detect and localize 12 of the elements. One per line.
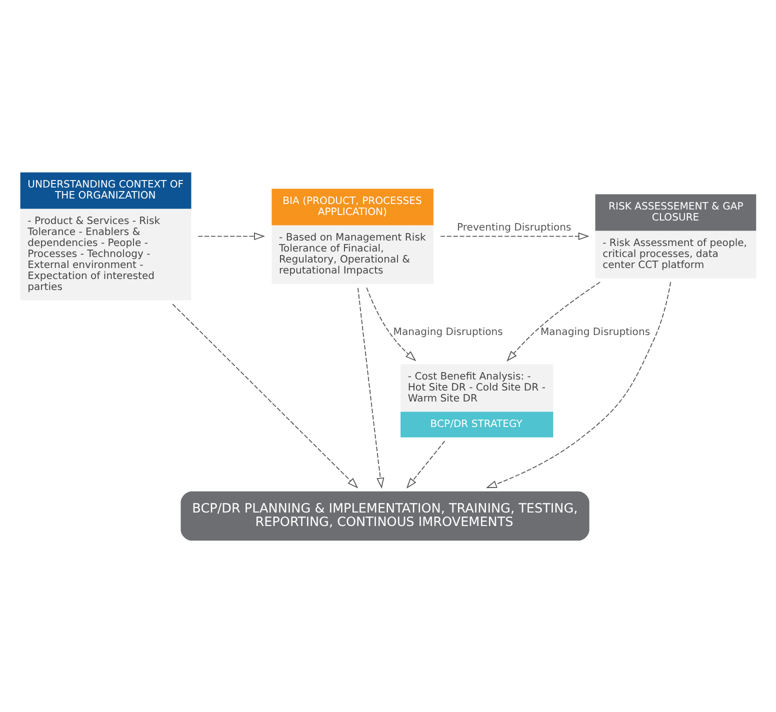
edge-label: Preventing Disruptions (457, 222, 572, 234)
arrow (486, 281, 672, 488)
arrow (366, 286, 416, 361)
arrow (172, 303, 358, 488)
node-box: BCP/DR PLANNING & IMPLEMENTATION, TRAINING, TESTING, REPORTING, CONTINOUS IMROVEMENTS (180, 490, 590, 540)
arrow (406, 440, 446, 488)
edge-label: Managing Disruptions (393, 326, 503, 338)
arrow (440, 232, 590, 240)
arrow (506, 281, 601, 362)
edge-label: Managing Disruptions (540, 326, 650, 338)
arrow (357, 286, 384, 488)
arrow (198, 232, 266, 240)
